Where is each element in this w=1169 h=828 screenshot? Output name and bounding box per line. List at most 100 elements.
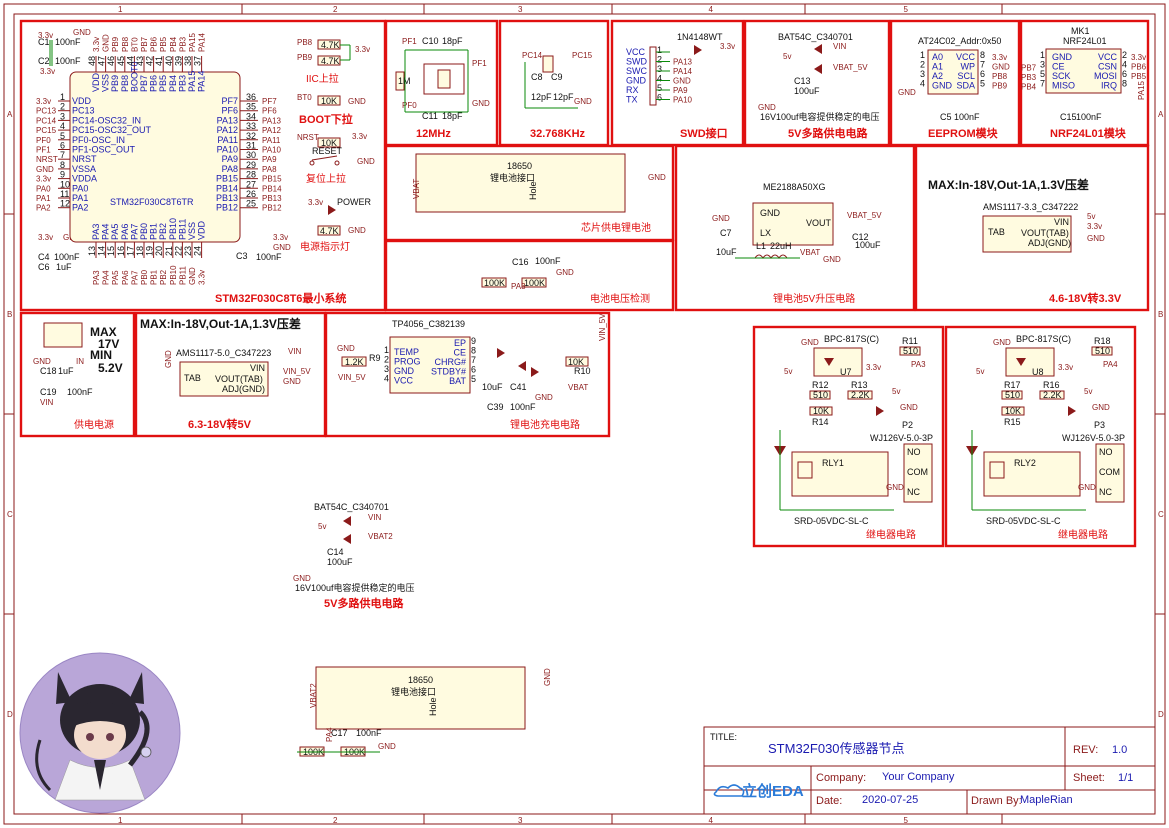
boost-block	[674, 144, 916, 312]
svg-text:VOUT(TAB): VOUT(TAB)	[215, 374, 263, 384]
opto-part: BPC-817S(C)	[824, 334, 879, 344]
mcu-pin-net: PC15	[36, 126, 57, 135]
svg-text:R9: R9	[369, 353, 381, 363]
net-3v3: 3.3v	[866, 363, 881, 372]
svg-text:ADJ(GND): ADJ(GND)	[1028, 238, 1071, 248]
terminal-contact: NC	[907, 487, 920, 497]
svg-text:GND: GND	[556, 268, 574, 277]
terminal-contact: NO	[907, 447, 921, 457]
battery-holder: 18650 锂电池接口 VBAT GND Hole 芯片供电锂电池	[412, 153, 666, 234]
terminal-contact: COM	[1099, 467, 1120, 477]
net-gnd: GND	[993, 338, 1011, 347]
svg-text:100nF: 100nF	[67, 387, 93, 397]
mcu-pin-name: PA5	[110, 224, 120, 240]
relay-coil	[989, 461, 1005, 479]
mcu-pin-net: PB12	[262, 204, 282, 213]
eeprom-pin-name: SDA	[956, 81, 975, 91]
relay-body	[983, 451, 1081, 497]
svg-text:100uF: 100uF	[855, 240, 881, 250]
svg-text:PF1: PF1	[402, 37, 417, 46]
swd-pin-name: RX	[626, 85, 639, 95]
svg-text:C10: C10	[422, 36, 439, 46]
mcu-pin-name: VSS	[101, 74, 111, 92]
svg-text:MapleRian: MapleRian	[1020, 794, 1073, 806]
svg-text:1M: 1M	[398, 76, 411, 86]
svg-text:C18: C18	[40, 366, 57, 376]
nrf-pin-name: VCC	[1098, 52, 1118, 62]
grid-col-label: 4	[709, 816, 714, 825]
terminal-ref: P2	[902, 420, 913, 430]
svg-text:VOUT: VOUT	[806, 218, 832, 228]
mcu-pin-number: 10	[60, 179, 70, 189]
svg-text:3.3v: 3.3v	[1087, 222, 1102, 231]
nrf-net: PB4	[1021, 83, 1037, 92]
mcu-pin-name: PA2	[72, 203, 88, 213]
svg-text:GND: GND	[348, 226, 366, 235]
charger-pin-number: 9	[471, 336, 476, 346]
mcu-pin-name: PB4	[168, 75, 178, 92]
grid-row-label: B	[1158, 310, 1163, 319]
resistor-ref: R11	[902, 336, 918, 346]
swd-net: PA9	[673, 86, 688, 95]
svg-text:C16: C16	[512, 257, 529, 267]
relay-ref: RLY1	[822, 458, 844, 468]
charger-block	[324, 311, 611, 438]
mcu-pin-net: PA11	[262, 136, 281, 145]
pwr5v-top-title: 5V多路供电电路	[788, 126, 868, 140]
svg-text:3.3v: 3.3v	[308, 198, 323, 207]
grid-row-label: D	[7, 710, 13, 719]
svg-text:Hole: Hole	[528, 181, 538, 200]
mcu-pin-name: PA14	[197, 71, 207, 92]
mcu-pin-name: VDD	[72, 96, 92, 106]
mcu-pin-number: 48	[87, 56, 97, 66]
crystal-32k: PC14 PC15 C8 C9 12pF 12pF GND 32.768KHz	[522, 51, 593, 140]
crystal-32k-title: 32.768KHz	[530, 128, 586, 140]
mcu-pin-net: PA6	[121, 270, 130, 285]
relay-title: 继电器电路	[1058, 528, 1108, 541]
ldo33-block	[914, 144, 1150, 312]
mcu-pin-net: PB0	[140, 269, 149, 285]
avatar	[19, 652, 181, 814]
net-gnd: GND	[1092, 403, 1110, 412]
grid-row-label: B	[7, 310, 12, 319]
grid-row-label: D	[1158, 710, 1164, 719]
svg-text:VIN: VIN	[250, 363, 265, 373]
resistor	[847, 390, 873, 400]
svg-text:Hole: Hole	[428, 697, 438, 716]
mcu-pin-net: 3.3v	[92, 37, 101, 52]
mcu-pin-number: 18	[135, 246, 145, 256]
mcu-pin-net: PB9	[111, 36, 120, 52]
grid-col-label: 4	[709, 5, 714, 14]
svg-text:GND: GND	[535, 393, 553, 402]
mcu-pin-number: 28	[246, 170, 256, 180]
supply-title: 供电电源	[74, 418, 114, 431]
svg-text:3.3v: 3.3v	[720, 42, 735, 51]
reset-circuit: 3.3v NRST 10K RESET GND 复位上拉	[297, 132, 375, 185]
supply-block	[19, 311, 136, 438]
nrf-net: PA15	[1137, 80, 1146, 100]
resistor-ref: R13	[851, 380, 868, 390]
svg-text:10K: 10K	[321, 96, 337, 106]
grid-row-label: A	[7, 110, 13, 119]
mcu-pin-name: PA10	[217, 145, 238, 155]
svg-text:1N4148WT: 1N4148WT	[677, 32, 723, 42]
mcu-pin-number: 13	[87, 246, 97, 256]
swd-pin-number: 5	[657, 83, 662, 93]
svg-text:PB8: PB8	[297, 38, 313, 47]
svg-text:1uF: 1uF	[58, 366, 74, 376]
power-led: 3.3v POWER 4.7K GND 电源指示灯	[300, 197, 372, 253]
svg-text:3.3v: 3.3v	[273, 233, 288, 242]
mcu-pin-net: NRST	[36, 155, 58, 164]
mcu-pin-net: PA1	[36, 194, 51, 203]
svg-text:100nF: 100nF	[954, 112, 980, 122]
mcu-pin-net: PB15	[262, 175, 282, 184]
svg-text:VIN: VIN	[1054, 217, 1069, 227]
mcu-pin-name: PF6	[221, 106, 238, 116]
terminal-ref: P3	[1094, 420, 1105, 430]
resistor-ref: R15	[1004, 417, 1021, 427]
svg-text:12pF: 12pF	[553, 92, 574, 102]
svg-text:AT24C02_Addr:0x50: AT24C02_Addr:0x50	[918, 36, 1001, 46]
svg-text:Sheet:: Sheet:	[1073, 772, 1105, 784]
svg-text:VIN_5V: VIN_5V	[598, 313, 607, 341]
